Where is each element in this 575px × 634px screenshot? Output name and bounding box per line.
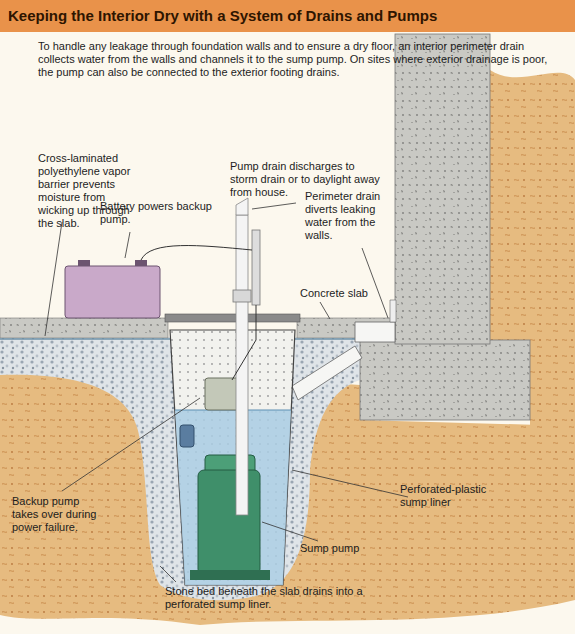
battery — [65, 266, 160, 318]
sump-lid — [165, 314, 300, 322]
concrete-slab — [0, 318, 168, 338]
wire — [232, 305, 256, 380]
discharge-pipe — [236, 215, 248, 515]
title-band — [0, 0, 575, 32]
water — [175, 410, 291, 585]
check-valve — [233, 290, 251, 302]
foundation-wall — [395, 34, 490, 344]
control-box — [252, 230, 260, 305]
leader-lines — [45, 203, 408, 582]
callout-label: Concrete slab — [300, 287, 390, 300]
intro-note: To handle any leakage through foundation… — [38, 40, 548, 79]
callout-label: Perimeter drain diverts leaking water fr… — [305, 190, 397, 242]
wire — [141, 246, 252, 260]
callout-label: Perforated-plastic sump liner — [400, 483, 515, 509]
callout-label: Battery powers backup pump. — [100, 200, 212, 226]
title: Keeping the Interior Dry with a System o… — [8, 7, 437, 24]
callout-label: Backup pump takes over during power fail… — [12, 495, 104, 534]
battery-terminal — [78, 260, 90, 266]
perimeter-drain — [355, 322, 395, 342]
callout-label: Stone bed beneath the slab drains into a… — [165, 585, 370, 611]
drain-pipe — [292, 346, 362, 400]
callout-label: Sump pump — [300, 542, 380, 555]
footing — [360, 340, 530, 420]
sump-pump — [198, 470, 260, 575]
battery-terminal — [135, 260, 147, 266]
pipe-outlet — [236, 198, 248, 215]
float-switch — [180, 425, 194, 447]
pump-base — [190, 570, 270, 580]
sump-liner — [170, 330, 295, 585]
drain-flange — [390, 300, 396, 322]
